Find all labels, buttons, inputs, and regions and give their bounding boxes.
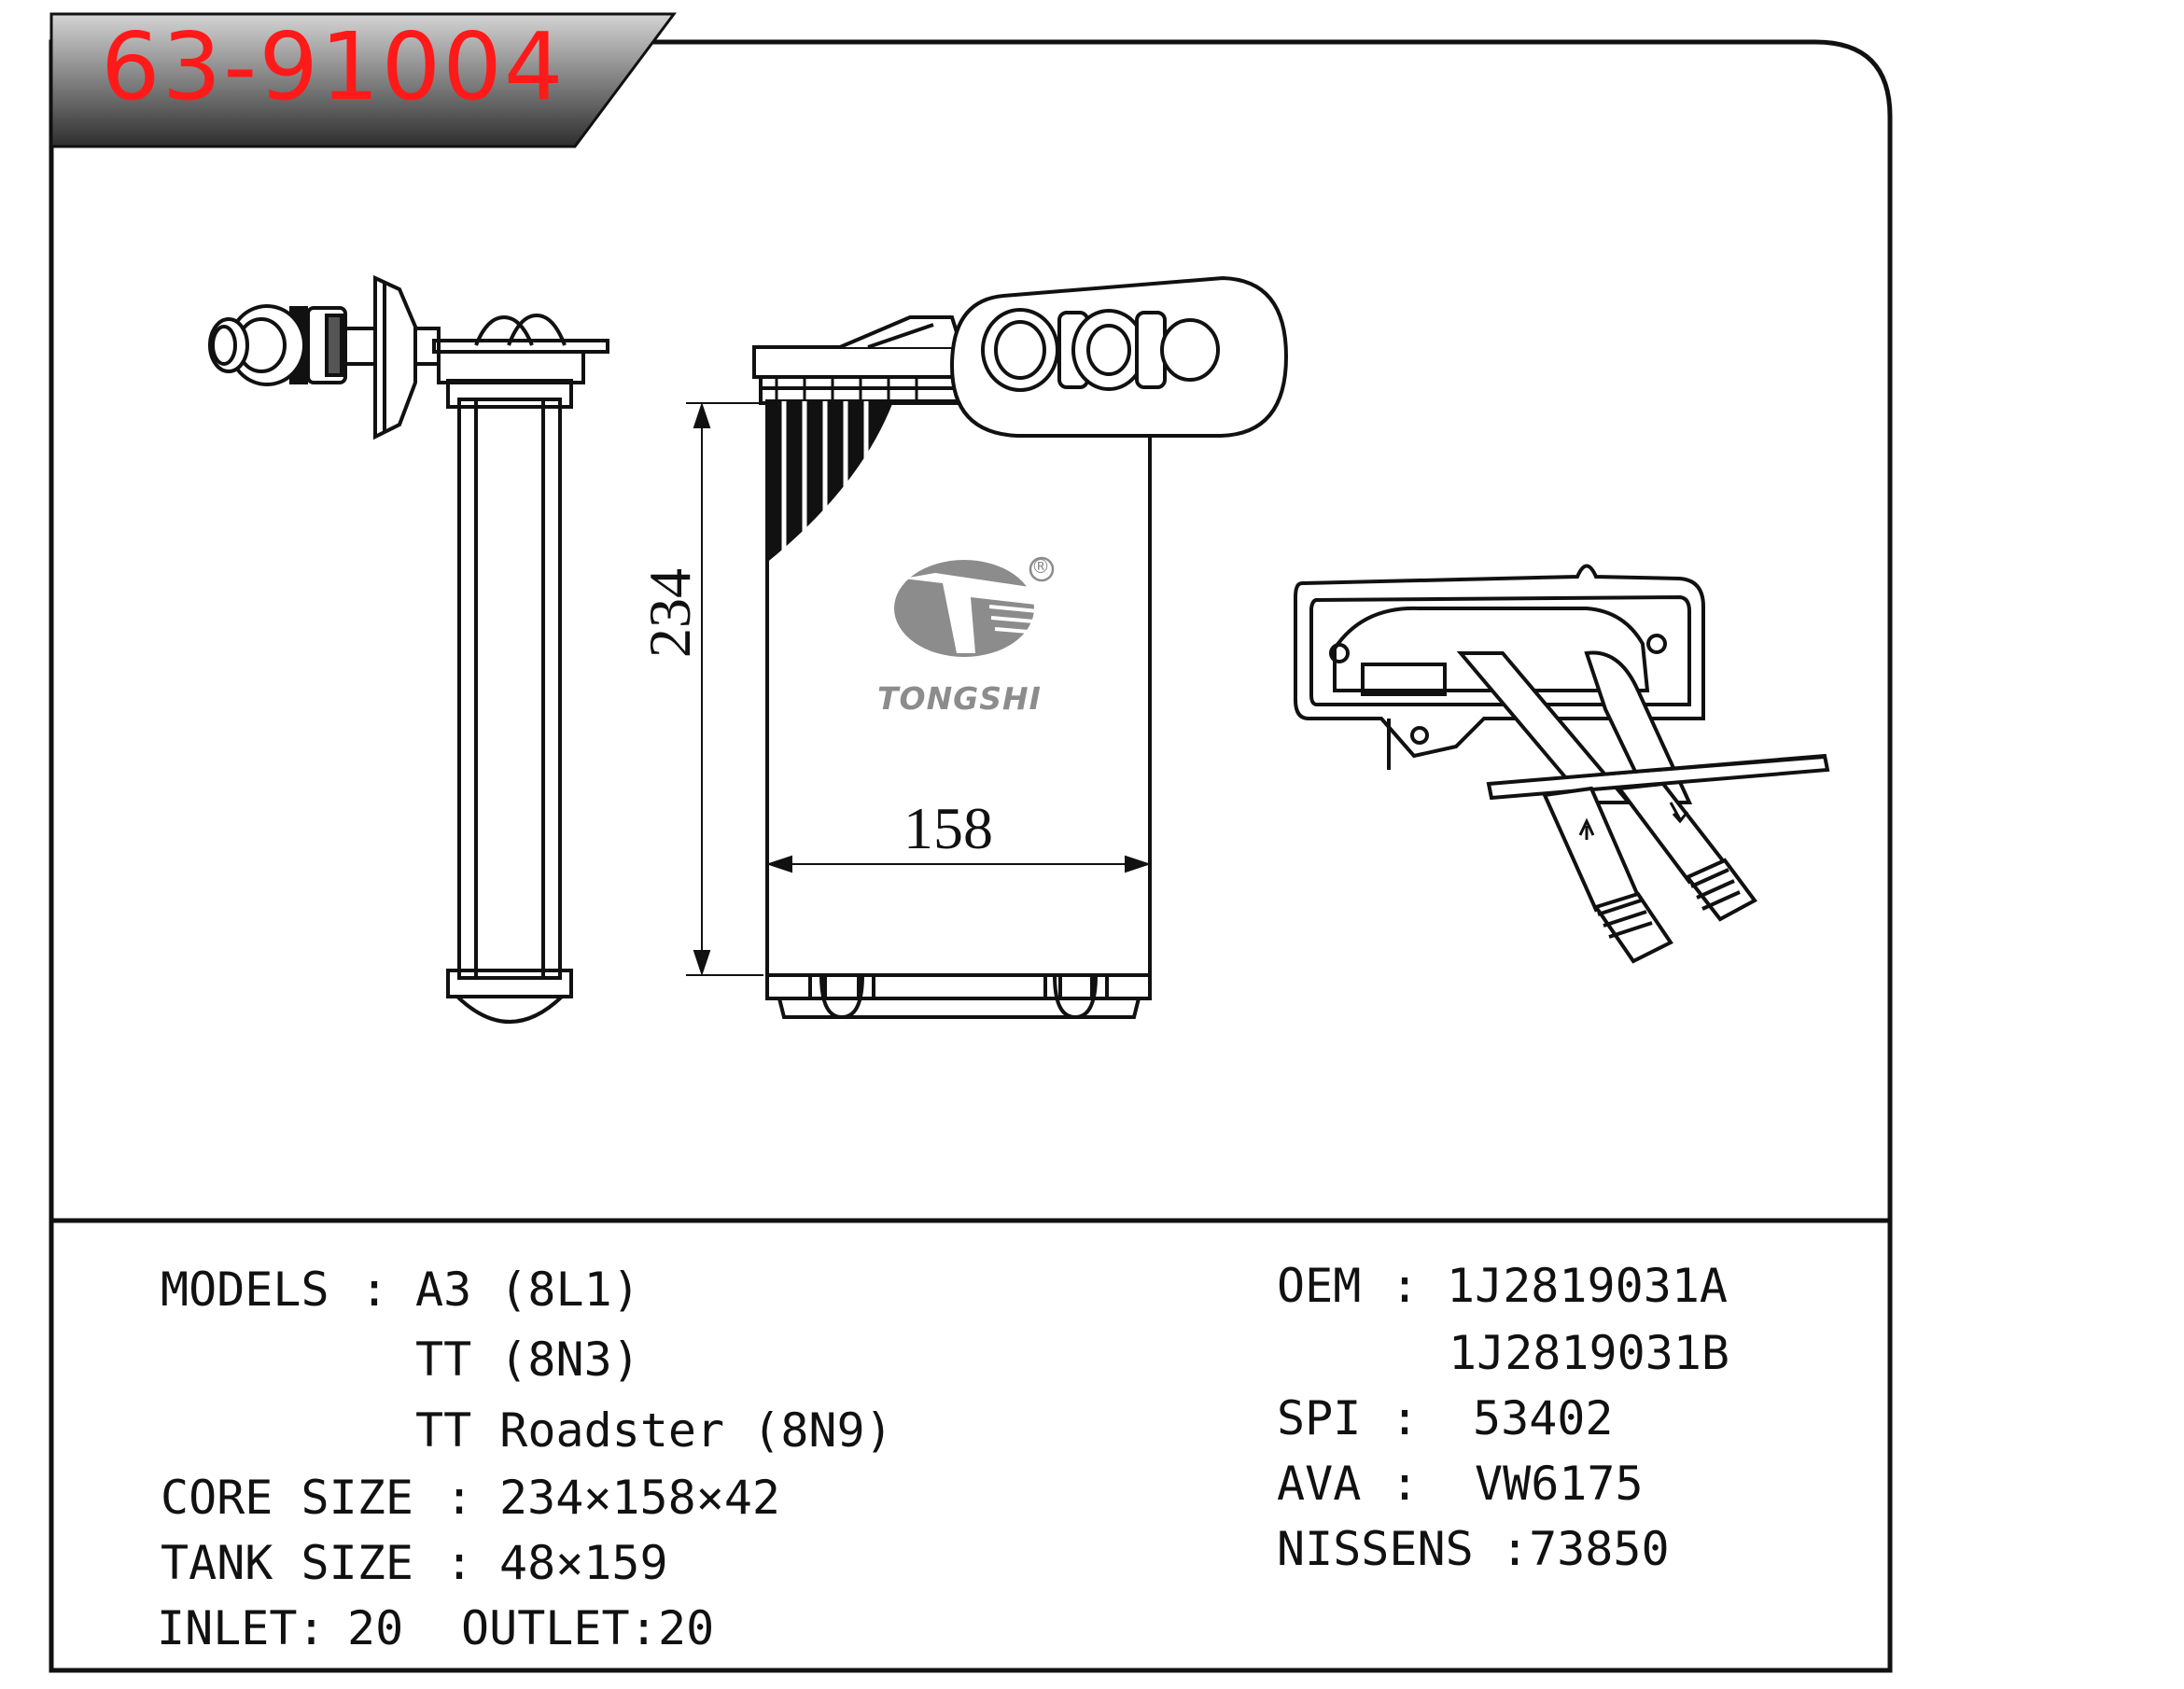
ava-label: AVA [1277,1457,1362,1511]
oem-number: 1J2819031B [1449,1326,1730,1380]
model-item: TT Roadster (8N9) [415,1403,893,1458]
tank-size-separator: : [445,1536,474,1590]
tank-size-label: TANK SIZE [161,1536,413,1590]
nissens-label: NISSENS [1277,1522,1474,1576]
title-banner [49,12,677,148]
isometric-view [1294,564,1830,964]
oem-separator: : [1391,1259,1420,1313]
inlet-value: 20 [347,1601,404,1655]
outlet-value: 20 [658,1601,715,1655]
ava-value: VW6175 [1475,1457,1644,1511]
side-view [208,274,609,1024]
core-size-separator: : [445,1471,474,1525]
width-dimension-label: 158 [903,795,993,861]
tank-size-value: 48×159 [499,1536,668,1590]
outer-frame [49,39,1893,1673]
inlet-label: INLET: [157,1601,326,1655]
tongshi-logo-mark [894,556,1055,657]
models-label: MODELS [161,1263,329,1317]
core-size-label: CORE SIZE [161,1471,413,1525]
spi-label: SPI [1277,1391,1362,1445]
part-number-title: 63-91004 [101,12,566,121]
outlet-label: OUTLET: [461,1601,658,1655]
ava-separator: : [1391,1457,1420,1511]
model-item: A3 (8L1) [415,1263,640,1317]
model-item: TT (8N3) [415,1333,640,1387]
oem-number: 1J2819031A [1447,1259,1729,1313]
oem-label: OEM [1277,1259,1362,1313]
height-dimension-label: 234 [637,568,703,658]
spi-value: 53402 [1473,1391,1614,1445]
spi-separator: : [1391,1391,1420,1445]
dimension-lines [686,401,1152,977]
brand-name: TONGSHI [877,680,1042,717]
nissens-value: :73850 [1501,1522,1670,1576]
front-view [752,275,1289,1020]
registered-mark: ® [1031,555,1050,578]
core-size-value: 234×158×42 [499,1471,781,1525]
models-separator: : [360,1263,389,1317]
